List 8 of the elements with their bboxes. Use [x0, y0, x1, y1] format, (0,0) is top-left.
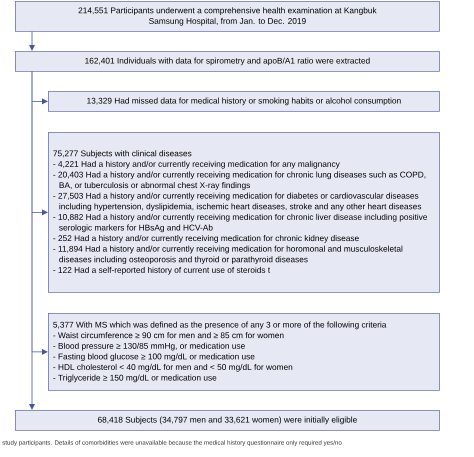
process-box: 214,551 Participants underwent a comprehensive health examination at Kangbuk Samsung Hospital, from Jan. to Dec. 2019 [15, 1, 440, 32]
process-box: 162,401 Individuals with data for spirometry and apoB/A1 ratio were extracted [15, 51, 440, 72]
process-box: 75,277 Subjects with clinical diseases - 4,221 Had a history and/or currently receiving medication for any malignancy - 20,403 Had a history and/or currently receiving medication for chronic lung diseases such as COPD, BA, or tuberculosis or abnormal chest X-ray findings - 27,503 Had a history and/or currently receiving medication for diabetes or cardiovascular diseases including hypertension, dyslipidemia, ischemic heart diseases, stroke and any other heart diseases - 10,882 Had a history and/or currently receiving medication for chronic liver disease including positive serologic markers for HBsAg and HCV-Ab - 252 Had a history and/or currently receiving medication for chronic kidney disease - 11,894 Had a history and/or currently receiving medication for horomonal and musculoskeletal diseases including osteoporosis and thyroid or parathyroid diseases - 122 Had a self-reported history of current use of steroids t [48, 132, 440, 293]
process-box: 5,377 With MS which was defined as the presence of any 3 or more of the following criteria - Waist circumference ≥ 90 cm for men and ≥ 85 cm for women - Blood pressure ≥ 130/85 mmHg, or medication use - Fasting blood glucose ≥ 100 mg/dL or medication use - HDL cholesterol < 40 mg/dL for men and < 50 mg/dL for women - Triglyceride ≥ 150 mg/dL or medication use [48, 313, 440, 391]
process-box: 13,329 Had missed data for medical history or smoking habits or alcohol consumption [48, 91, 440, 112]
arrow [29, 31, 35, 51]
process-box: 68,418 Subjects (34,797 men and 33,621 women) were initially eligible [15, 410, 440, 431]
arrow [29, 71, 35, 410]
